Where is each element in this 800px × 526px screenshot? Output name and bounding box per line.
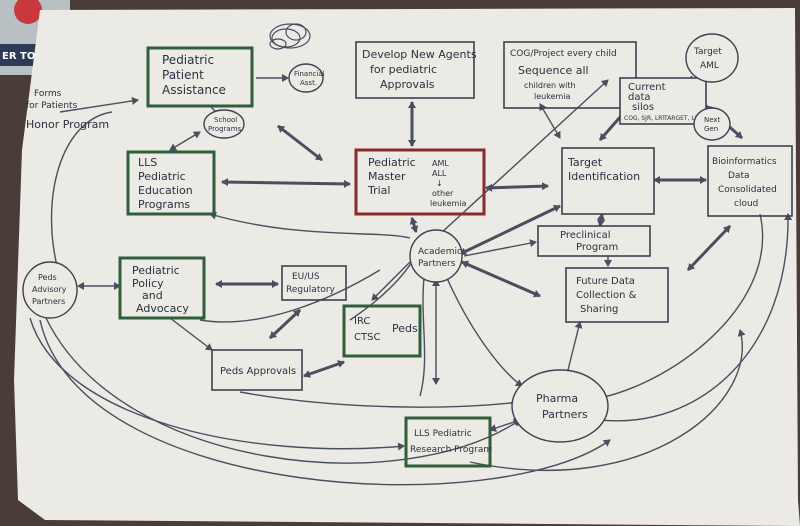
cog-sequence-box: COG/Project every child Sequence all chi… <box>503 41 637 109</box>
corner-note: ER TO <box>2 51 35 62</box>
pharma-partners-label: Pharma Partners <box>536 392 588 421</box>
bioinformatics-label: Bioinformatics Data Consolidated cloud <box>712 157 780 209</box>
honor-program-label: Forms for Patients Honor Program <box>26 89 109 131</box>
scribble-mark <box>269 23 311 50</box>
patient-assistance-box: Pediatric Patient Assistance <box>146 46 254 108</box>
regulatory-box: EU/US Regulatory <box>281 265 347 301</box>
connector-patient-master <box>277 124 323 162</box>
research-program-box: LLS Pediatric Research Program <box>404 416 492 468</box>
connector-honor-advisory <box>50 111 113 271</box>
cog-sequence-label: COG/Project every child Sequence all chi… <box>510 49 620 101</box>
connector-bio-future <box>686 224 732 272</box>
connector-policy-academic-curve <box>199 269 381 323</box>
connector-academic-future <box>461 260 541 298</box>
connector-academic-pharma-curve <box>445 275 523 387</box>
connector-advisory-pharma <box>45 317 521 464</box>
next-gen-label: Next Gen <box>704 116 723 133</box>
master-trial-subtypes: AML ALL ↓ other leukemia <box>430 159 467 208</box>
connector-academic-loop-left <box>419 277 426 397</box>
future-data-box: Future Data Collection & Sharing <box>565 267 669 323</box>
next-gen-ellipse: Next Gen <box>693 107 731 141</box>
connector-policy-approvals <box>169 317 213 351</box>
connector-regulatory-irc <box>268 308 302 340</box>
connector-pharma-right-loop <box>599 213 793 422</box>
connector-advisory-research <box>29 317 405 451</box>
connector-academic-irc <box>371 261 411 301</box>
current-data-box: Current data silos COG, SJR, LRT TARGET,… <box>619 77 707 125</box>
education-label: LLS Pediatric Education Programs <box>138 156 196 211</box>
master-trial-box: Pediatric Master Trial AML ALL ↓ other l… <box>354 148 486 216</box>
academic-partners-ellipse: Academic Partners <box>409 229 465 283</box>
connector-cog-target <box>539 103 561 139</box>
develop-agents-label: Develop New Agents for pediatric Approva… <box>362 48 480 91</box>
education-box: LLS Pediatric Education Programs <box>126 150 216 216</box>
irc-side-label: Peds <box>392 322 418 335</box>
current-data-sources: TARGET, LLS <box>663 115 702 122</box>
academic-partners-label: Academic Partners <box>418 247 465 269</box>
irc-box: IRC CTSC Peds <box>342 304 422 358</box>
peds-advisory-ellipse: Peds Advisory Partners <box>22 261 78 319</box>
financial-asst-label: Financial Asst. <box>294 70 327 87</box>
target-identification-label: Target Identification <box>567 156 640 183</box>
irc-label: IRC CTSC <box>354 316 380 343</box>
connector-master-academic <box>409 217 419 233</box>
connector-research-future-loop <box>469 329 746 472</box>
connector-school-education <box>169 131 201 151</box>
connector-approvals-pharma <box>239 391 521 408</box>
connector-bio-pharma <box>599 213 764 401</box>
honor-program-note: Forms for Patients Honor Program <box>26 89 109 131</box>
school-programs-ellipse: School Programs <box>203 109 245 139</box>
connector-advisory-bottom-loop <box>39 319 611 486</box>
policy-label: Pediatric Policy and Advocacy <box>132 264 189 315</box>
bioinformatics-box: Bioinformatics Data Consolidated cloud <box>707 145 793 217</box>
pharma-partners-ellipse: Pharma Partners <box>511 369 609 443</box>
policy-box: Pediatric Policy and Advocacy <box>118 256 206 320</box>
research-program-label: LLS Pediatric Research Program <box>410 429 492 455</box>
current-data-label: Current data silos COG, SJR, LRT <box>624 82 669 122</box>
connector-honor-patient <box>59 96 139 113</box>
connector-target-preclinical <box>597 213 605 227</box>
school-programs-label: School Programs <box>208 116 242 133</box>
connector-master-target <box>485 182 549 192</box>
peds-approvals-box: Peds Approvals <box>211 349 303 391</box>
financial-asst-ellipse: Financial Asst. <box>288 63 327 93</box>
connector-academic-target <box>459 204 561 256</box>
connector-approvals-irc <box>303 360 345 378</box>
connector-education-academic <box>209 211 411 239</box>
connector-irc-academic-2 <box>349 261 413 321</box>
connector-future-pharma <box>563 321 583 379</box>
future-data-label: Future Data Collection & Sharing <box>576 276 640 315</box>
connector-education-master <box>221 178 351 188</box>
target-aml-ellipse: Target AML <box>685 33 739 83</box>
target-aml-label: Target AML <box>693 47 725 71</box>
target-identification-box: Target Identification <box>561 147 655 215</box>
peds-advisory-label: Peds Advisory Partners <box>32 273 69 306</box>
connector-academic-cog <box>439 79 609 235</box>
master-trial-label: Pediatric Master Trial <box>367 156 419 197</box>
peds-approvals-label: Peds Approvals <box>220 366 296 377</box>
connector-academic-preclinical <box>463 239 537 257</box>
preclinical-label: Preclinical Program <box>560 230 618 253</box>
develop-agents-box: Develop New Agents for pediatric Approva… <box>355 41 480 99</box>
regulatory-label: EU/US Regulatory <box>286 272 336 295</box>
patient-assistance-label: Pediatric Patient Assistance <box>162 53 226 97</box>
preclinical-box: Preclinical Program <box>537 225 651 257</box>
background-red-object <box>14 0 42 24</box>
